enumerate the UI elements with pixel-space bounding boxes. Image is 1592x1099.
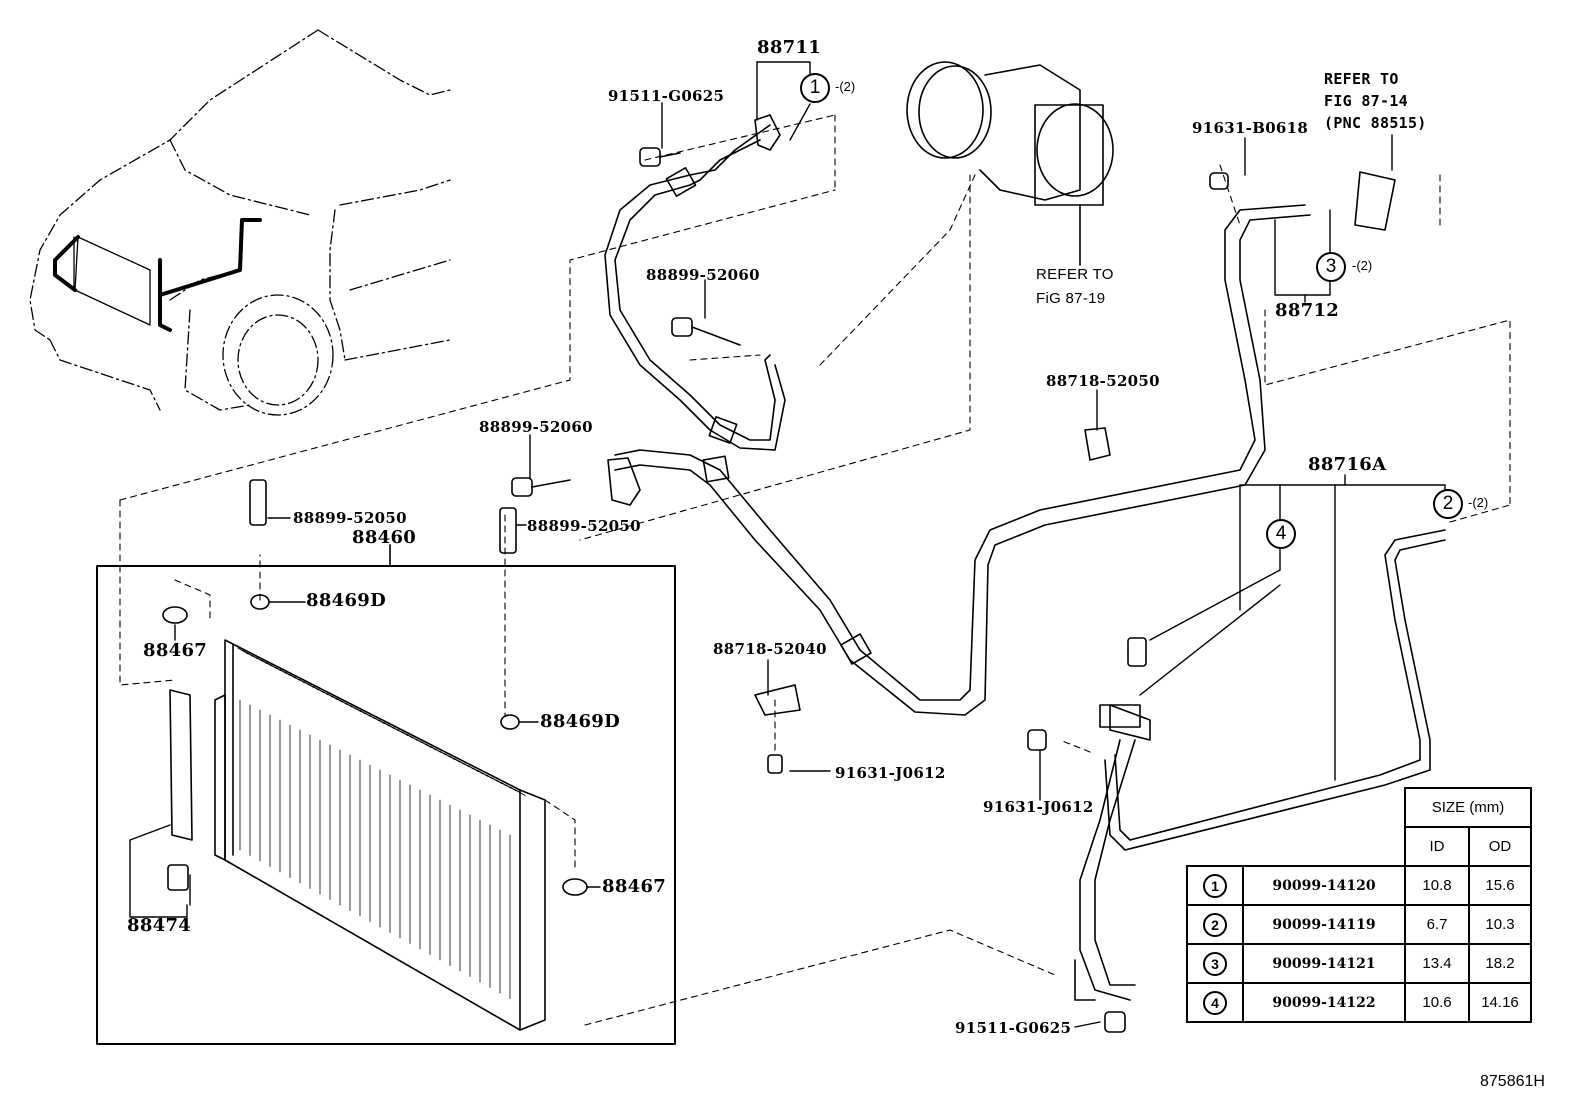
oring-qty-3: -(2)	[1352, 258, 1373, 273]
label-91511-g0625-top[interactable]: 91511-G0625	[608, 87, 725, 105]
label-88467-right[interactable]: 88467	[602, 876, 667, 897]
label-88467-left[interactable]: 88467	[143, 640, 208, 661]
bolt-88899-52060-lower-icon	[511, 477, 571, 497]
oring-marker-4[interactable]: 4	[1266, 519, 1296, 549]
row-id: 6.7	[1404, 904, 1470, 945]
label-88718-52040[interactable]: 88718-52040	[713, 640, 827, 658]
pressure-switch-icon	[1127, 637, 1147, 667]
table-row: 4 90099-14122 10.6 14.16	[1186, 982, 1532, 1023]
label-88711[interactable]: 88711	[757, 37, 822, 58]
row-od: 18.2	[1468, 943, 1532, 984]
row-part-number[interactable]: 90099-14120	[1242, 865, 1406, 906]
vehicle-outline	[29, 29, 451, 416]
label-88469d-lower[interactable]: 88469D	[540, 711, 621, 732]
discharge-hose	[607, 204, 1311, 716]
row-od: 10.3	[1468, 904, 1532, 945]
table-row: 2 90099-14119 6.7 10.3	[1186, 904, 1532, 945]
row-part-number[interactable]: 90099-14119	[1242, 904, 1406, 945]
label-88899-52060-upper[interactable]: 88899-52060	[646, 266, 760, 284]
row-od: 15.6	[1468, 865, 1532, 906]
label-88716a[interactable]: 88716A	[1308, 454, 1387, 475]
oring-marker-3[interactable]: 3	[1316, 252, 1346, 282]
receiver-dryer-icon	[167, 689, 193, 891]
row-number: 3	[1203, 951, 1227, 976]
label-88460[interactable]: 88460	[352, 527, 417, 548]
liquid-pipe	[1074, 529, 1446, 1001]
vehicle-condenser-mini	[73, 236, 151, 326]
row-part-number[interactable]: 90099-14121	[1242, 943, 1406, 984]
oring-marker-1[interactable]: 1	[800, 73, 830, 103]
row-part-number[interactable]: 90099-14122	[1242, 982, 1406, 1023]
label-refer-valve-2[interactable]: FIG 87-14	[1324, 92, 1408, 110]
label-91511-g0625-bottom[interactable]: 91511-G0625	[955, 1019, 1072, 1037]
oring-marker-2[interactable]: 2	[1433, 489, 1463, 519]
row-number: 4	[1203, 990, 1227, 1015]
label-88712[interactable]: 88712	[1275, 300, 1340, 321]
condenser-core-icon	[214, 639, 546, 1031]
oring-qty-2: -(2)	[1468, 495, 1489, 510]
label-refer-valve-3[interactable]: (PNC 88515)	[1324, 114, 1427, 132]
size-header: SIZE (mm)	[1404, 787, 1532, 828]
clamp-icons	[754, 171, 1396, 1033]
label-88469d-upper[interactable]: 88469D	[306, 590, 387, 611]
oring-qty-1: -(2)	[835, 79, 856, 94]
vehicle-condenser-highlight	[53, 218, 262, 332]
callout-lines	[174, 102, 1393, 1028]
table-row: 3 90099-14121 13.4 18.2	[1186, 943, 1532, 984]
condenser-fin	[514, 789, 526, 796]
row-number: 1	[1203, 873, 1227, 898]
row-id: 13.4	[1404, 943, 1470, 984]
compressor-icon	[906, 61, 1114, 206]
col-id-header: ID	[1404, 826, 1470, 867]
bolt-91511-g0625-icon	[639, 147, 681, 167]
label-refer-compressor-2[interactable]: FiG 87-19	[1036, 290, 1106, 307]
label-88899-52060-lower[interactable]: 88899-52060	[479, 418, 593, 436]
label-91631-j0612-center[interactable]: 91631-J0612	[835, 764, 946, 782]
label-refer-valve-1: REFER TO	[1324, 70, 1399, 88]
condenser-fins	[237, 647, 526, 999]
label-88899-52050-left[interactable]: 88899-52050	[293, 509, 407, 527]
label-88718-52050[interactable]: 88718-52050	[1046, 372, 1160, 390]
table-row: 1 90099-14120 10.8 15.6	[1186, 865, 1532, 906]
label-88474[interactable]: 88474	[127, 915, 192, 936]
label-refer-compressor-1: REFER TO	[1036, 266, 1114, 283]
row-id: 10.6	[1404, 982, 1470, 1023]
figure-id: 875861H	[1480, 1073, 1545, 1090]
suction-hose	[604, 114, 786, 451]
row-number: 2	[1203, 912, 1227, 937]
dashed-guides	[119, 114, 1511, 1026]
cushion-icons	[162, 479, 588, 896]
bolt-88899-52060-icon	[671, 317, 741, 346]
condenser-box	[96, 544, 676, 1045]
label-91631-j0612-right[interactable]: 91631-J0612	[983, 798, 1094, 816]
label-91631-b0618[interactable]: 91631-B0618	[1192, 119, 1309, 137]
bracket-lines	[129, 61, 1446, 918]
label-88899-52050-right[interactable]: 88899-52050	[527, 517, 641, 535]
oring-size-table: SIZE (mm) ID OD 1 90099-14120 10.8 15.6 …	[1186, 787, 1532, 1023]
col-od-header: OD	[1468, 826, 1532, 867]
row-od: 14.16	[1468, 982, 1532, 1023]
row-id: 10.8	[1404, 865, 1470, 906]
